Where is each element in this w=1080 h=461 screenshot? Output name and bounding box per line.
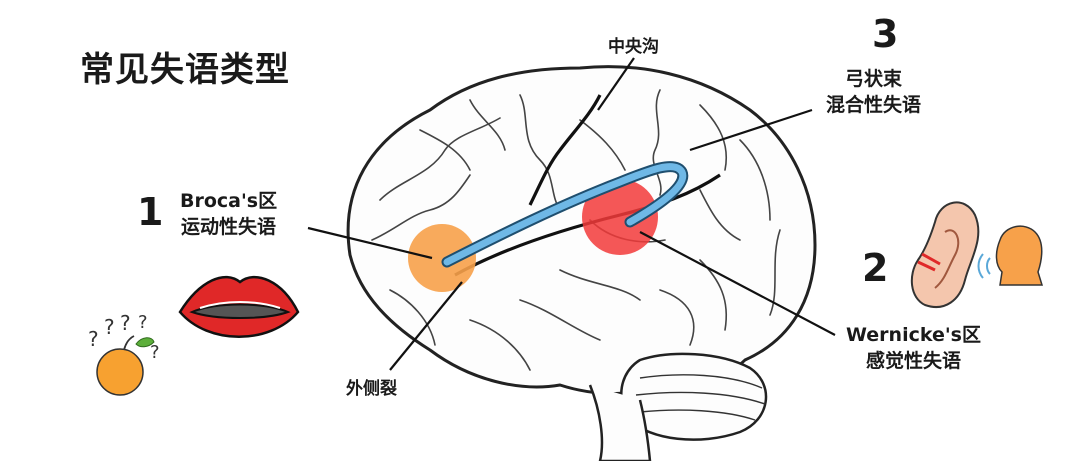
broca-aphasia-name: 运动性失语: [181, 216, 277, 238]
brainstem-icon: [588, 384, 652, 461]
wernicke-area-name: Wernicke's区: [846, 324, 981, 346]
wernicke-area-highlight: [582, 179, 658, 255]
pointer-lines: [307, 57, 836, 371]
svg-text:?: ?: [104, 315, 115, 339]
wernicke-aphasia-name: 感觉性失语: [865, 350, 961, 372]
central-sulcus-label: 中央沟: [608, 37, 659, 57]
svg-text:?: ?: [150, 342, 160, 363]
type-2-number: 2: [862, 246, 889, 290]
brain-outline-icon: [346, 65, 817, 395]
arcuate-aphasia-name: 混合性失语: [826, 94, 922, 116]
arcuate-area-name: 弓状束: [845, 68, 903, 90]
orange-question-icon: ? ? ? ? ?: [88, 311, 160, 396]
svg-text:?: ?: [88, 327, 99, 351]
type-1-number: 1: [137, 190, 164, 234]
broca-label: Broca's区 运动性失语: [180, 188, 277, 240]
arcuate-label: 弓状束 混合性失语: [826, 66, 921, 118]
speaking-head-icon: [977, 225, 1044, 286]
cerebellum-folds: [635, 374, 766, 421]
central-sulcus-line: [528, 94, 602, 206]
broca-area-name: Broca's区: [180, 190, 278, 212]
svg-text:?: ?: [138, 312, 148, 333]
wernicke-label: Wernicke's区 感觉性失语: [846, 322, 981, 374]
mouth-icon: [178, 275, 300, 338]
svg-text:?: ?: [120, 311, 131, 335]
ear-icon: [910, 201, 980, 308]
lateral-fissure-label: 外侧裂: [346, 379, 397, 399]
page-title: 常见失语类型: [80, 50, 290, 90]
type-3-number: 3: [872, 12, 899, 56]
broca-area-highlight: [408, 224, 476, 292]
